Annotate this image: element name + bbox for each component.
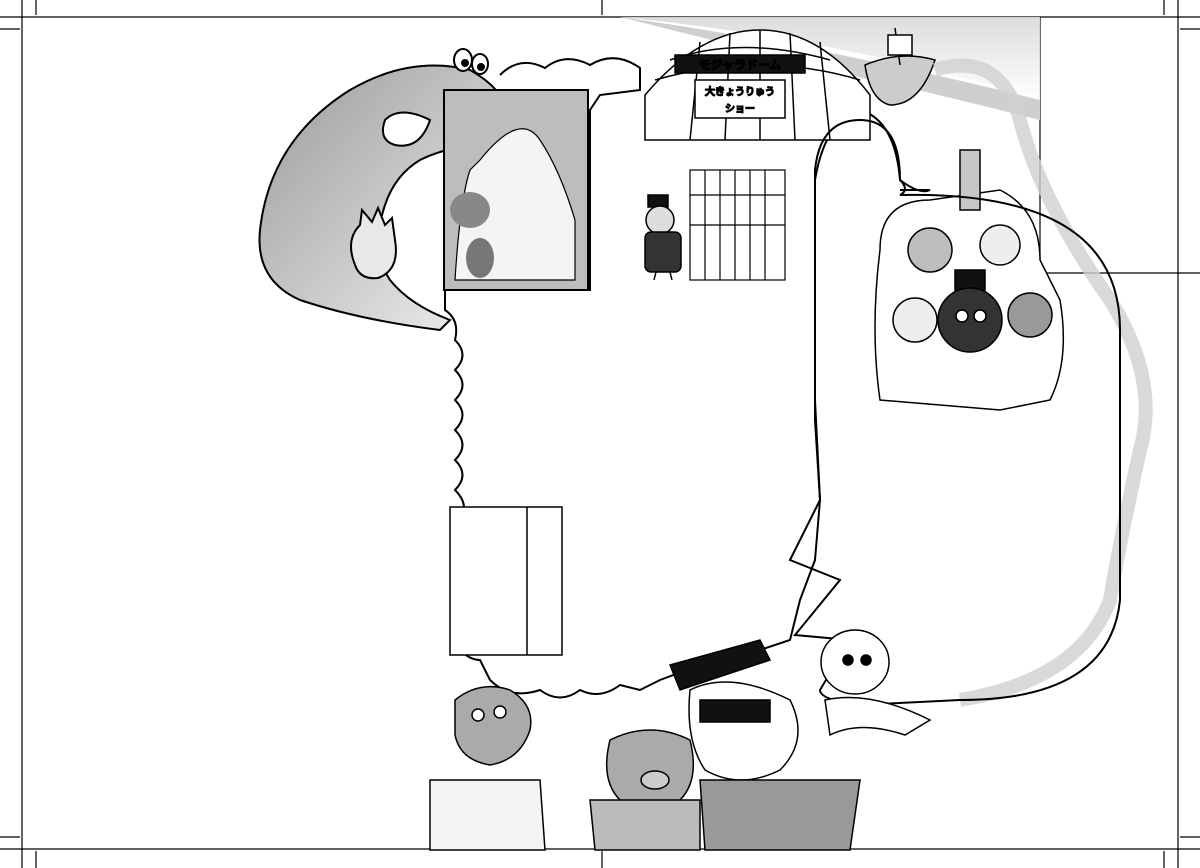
empty-panel bbox=[449, 506, 563, 656]
wolf-character bbox=[668, 639, 861, 851]
thought-cloud bbox=[444, 57, 931, 699]
pig-character bbox=[589, 729, 701, 851]
dinosaur-mouth bbox=[382, 111, 432, 147]
airship bbox=[864, 27, 936, 106]
cat-character-left bbox=[429, 685, 546, 851]
man-with-tophat bbox=[644, 194, 682, 281]
dome-building: モジャラドーム 大きょうりゅう ショー bbox=[644, 29, 871, 141]
dinosaur-hand bbox=[350, 205, 397, 280]
dome-sign-text: モジャラドーム bbox=[698, 58, 781, 72]
character-group bbox=[874, 149, 1065, 411]
speech-bubble bbox=[788, 118, 1121, 707]
smoke-trail bbox=[932, 58, 1153, 707]
inset-illustration bbox=[443, 89, 589, 291]
dome-banner-line2: ショー bbox=[725, 104, 755, 115]
dome-banner bbox=[694, 79, 786, 119]
dome-banner-line1: 大きょうりゅう bbox=[705, 85, 775, 98]
dome-sign bbox=[674, 54, 806, 74]
boy-character bbox=[820, 629, 932, 737]
cage bbox=[689, 169, 786, 281]
